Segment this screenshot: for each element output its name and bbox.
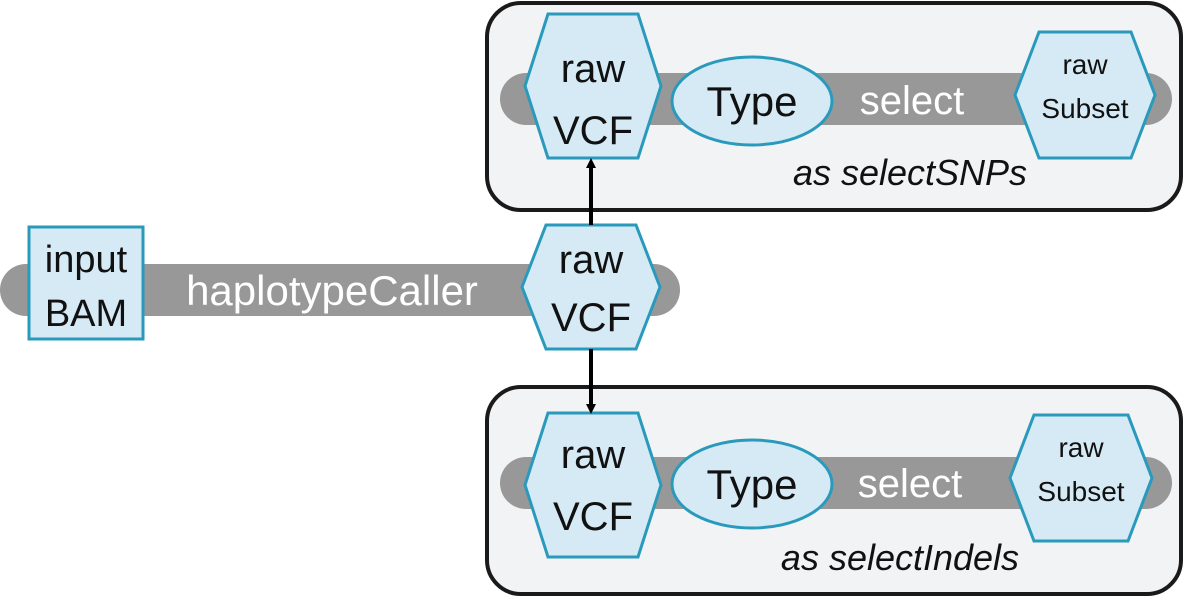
- input-hexagon: [523, 12, 663, 160]
- param-ellipse: [670, 55, 834, 147]
- input-label-line2: VCF: [553, 109, 633, 153]
- task-bar: [0, 264, 680, 316]
- input-label-line1: raw: [561, 47, 626, 91]
- output-hexagon: [1008, 413, 1154, 543]
- output-label-line1: raw: [1058, 432, 1104, 463]
- output-label-line2: Subset: [1037, 476, 1124, 507]
- input-label-line2: BAM: [45, 293, 127, 335]
- input-label-line2: VCF: [553, 495, 633, 539]
- call-box-select-indels: select raw VCF Type raw Subset as select…: [485, 385, 1183, 596]
- input-label-line1: raw: [561, 433, 626, 477]
- call-alias: as selectSNPs: [793, 152, 1027, 193]
- param-label: Type: [706, 78, 797, 125]
- output-label-line2: Subset: [1041, 93, 1128, 124]
- param-ellipse: [670, 438, 834, 530]
- main-task: haplotypeCaller input BAM raw VCF: [0, 223, 680, 351]
- input-label-line1: input: [45, 239, 128, 281]
- output-label-line1: raw: [1062, 49, 1108, 80]
- task-bar: [500, 457, 1172, 509]
- output-hexagon: [1013, 30, 1157, 160]
- task-bar: [500, 73, 1172, 125]
- param-label: Type: [706, 461, 797, 508]
- task-label: select: [860, 79, 965, 123]
- input-hexagon: [523, 411, 663, 559]
- task-label: haplotypeCaller: [186, 267, 478, 314]
- output-hexagon: [520, 223, 662, 351]
- output-label-line2: VCF: [551, 296, 631, 340]
- task-label: select: [858, 462, 963, 506]
- input-box: [27, 225, 145, 341]
- call-box-select-snps: select raw VCF Type raw Subset as select…: [485, 1, 1183, 212]
- output-label-line1: raw: [559, 238, 624, 282]
- call-alias: as selectIndels: [781, 537, 1019, 578]
